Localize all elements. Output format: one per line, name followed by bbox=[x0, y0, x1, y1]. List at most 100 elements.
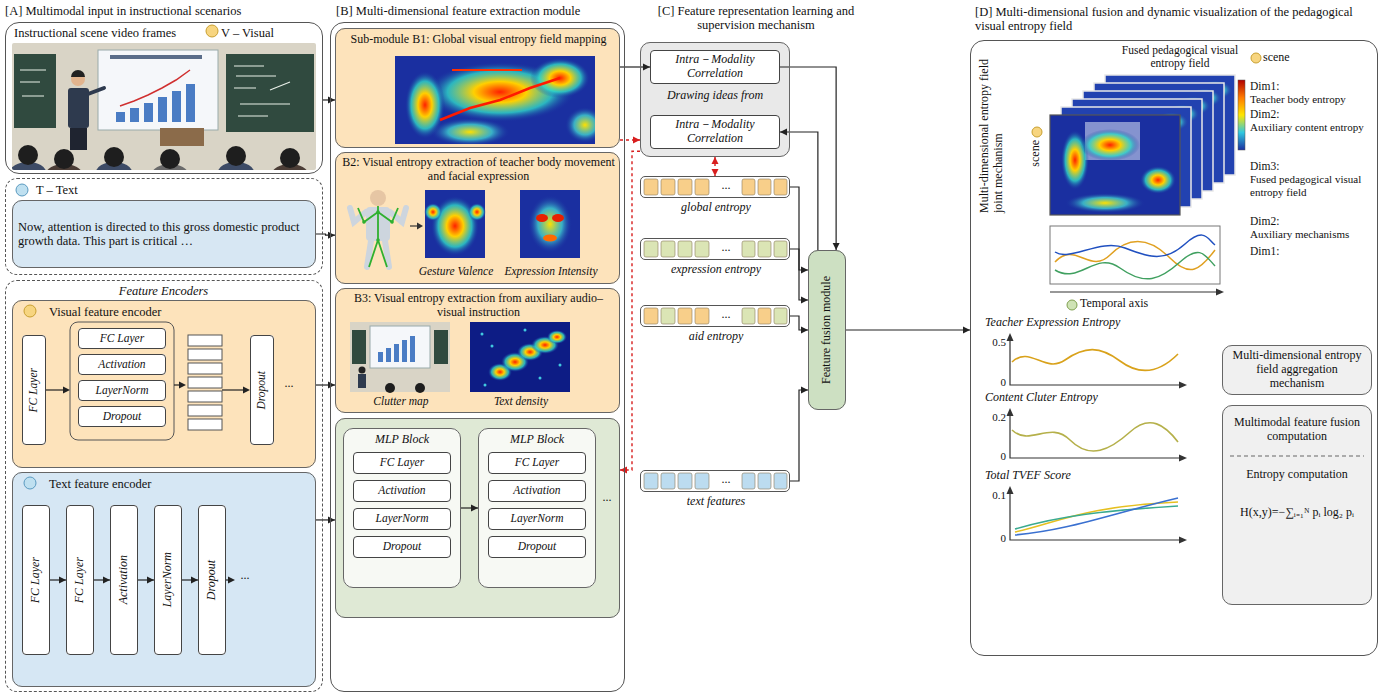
encoder-decor bbox=[243, 387, 250, 394]
node-text: Feature fusion module bbox=[820, 276, 834, 384]
layer-box: Dropout bbox=[250, 335, 274, 445]
node-text: FC Layer bbox=[515, 456, 559, 469]
node-fill bbox=[640, 238, 790, 260]
encoder-decor bbox=[63, 387, 70, 394]
node-fill bbox=[1222, 345, 1372, 395]
node-text: LayerNorm bbox=[510, 512, 563, 525]
classroom-photo bbox=[104, 147, 124, 167]
aid-maps bbox=[470, 322, 570, 392]
connector bbox=[461, 505, 478, 512]
classroom-photo bbox=[120, 70, 190, 106]
aid-maps bbox=[378, 352, 383, 362]
classroom-photo bbox=[68, 88, 89, 128]
feature-vector: text features bbox=[640, 470, 790, 492]
connector bbox=[316, 516, 335, 523]
entropy-chart bbox=[1010, 340, 1180, 385]
classroom-photo bbox=[160, 128, 204, 146]
annotation: Auxiliary mechanisms bbox=[1250, 228, 1376, 241]
node-text: Activation bbox=[98, 358, 145, 371]
vector-cell bbox=[742, 308, 755, 324]
encoder-decor bbox=[174, 384, 179, 385]
node-fill bbox=[488, 536, 586, 558]
node-fill bbox=[78, 380, 166, 401]
connector bbox=[620, 136, 640, 143]
classroom-photo bbox=[116, 112, 125, 122]
vector-cell bbox=[661, 179, 675, 195]
feature-vector: global entropy bbox=[640, 176, 790, 198]
annotation: 0 bbox=[986, 376, 1006, 389]
node-text: Instructional scene video frames bbox=[14, 26, 204, 40]
vector-cell bbox=[695, 179, 709, 195]
connector bbox=[182, 577, 198, 584]
annotation: [C] Feature representation learning and … bbox=[640, 4, 872, 33]
node-text: Dropout bbox=[518, 540, 557, 553]
node-text: [B] Multi-dimensional feature extraction… bbox=[336, 4, 626, 18]
layer-box: Dropout bbox=[198, 505, 226, 655]
vector-cell bbox=[742, 241, 755, 257]
vector-cell bbox=[678, 179, 692, 195]
aid-maps bbox=[410, 336, 415, 362]
connector bbox=[94, 577, 110, 584]
classroom-photo bbox=[110, 55, 202, 59]
teacher-pose bbox=[424, 203, 442, 221]
classroom-photo bbox=[54, 149, 74, 169]
teacher-pose bbox=[358, 206, 398, 267]
module-box: Text feature encoderFC LayerFC LayerActi… bbox=[12, 472, 316, 687]
arrowhead bbox=[712, 169, 719, 176]
entropy-chart bbox=[1015, 498, 1178, 535]
module-box: MLP BlockFC LayerActivationLayerNormDrop… bbox=[343, 428, 461, 588]
classroom-photo bbox=[70, 128, 87, 150]
classroom-photo bbox=[280, 148, 300, 168]
node-text: global entropy bbox=[641, 201, 791, 215]
encoder-decor bbox=[188, 391, 222, 402]
node-text: Intra－Modality Correlation bbox=[656, 118, 774, 146]
aid-maps bbox=[350, 322, 450, 392]
entropy-heatmap bbox=[565, 107, 595, 143]
classroom-photo bbox=[12, 43, 316, 170]
classroom-photo bbox=[71, 70, 85, 77]
modality-dot bbox=[206, 25, 218, 37]
connector-line bbox=[780, 132, 818, 250]
entropy-field-stack bbox=[1251, 53, 1261, 63]
arrowhead bbox=[147, 577, 154, 584]
classroom-photo bbox=[130, 108, 139, 122]
vector-cell bbox=[758, 179, 771, 195]
panel: Instructional scene video framesV – Visu… bbox=[5, 22, 323, 174]
entropy-chart bbox=[1179, 537, 1187, 544]
node-text: [D] Multi-dimensional fusion and dynamic… bbox=[975, 5, 1375, 34]
aid-maps bbox=[547, 330, 567, 344]
layer-box: Dropout bbox=[353, 536, 451, 558]
layer-box: FC Layer bbox=[353, 452, 451, 474]
node-text: text features bbox=[641, 495, 791, 509]
module-box: Sub-module B1: Global visual entropy fie… bbox=[335, 28, 620, 148]
entropy-chart bbox=[1007, 333, 1014, 341]
entropy-heatmap bbox=[452, 69, 522, 71]
node-text: FC Layer bbox=[29, 557, 43, 603]
entropy-chart bbox=[1010, 493, 1180, 540]
node-fill bbox=[22, 335, 46, 445]
annotation: Fused pedagogical visual entropy field bbox=[1118, 44, 1242, 70]
encoder-decor bbox=[188, 335, 222, 346]
vector-cell bbox=[678, 308, 692, 324]
node-fill bbox=[640, 42, 790, 157]
entropy-field-stack bbox=[1055, 252, 1215, 278]
layer-box: Dropout bbox=[78, 406, 166, 427]
entropy-field-stack bbox=[1055, 241, 1215, 269]
arrowhead bbox=[780, 129, 787, 136]
annotation: Multi-dimensional entropy field joint me… bbox=[978, 48, 1006, 213]
layer-box: FC Layer bbox=[22, 335, 46, 445]
module-box: Visual feature encoderFC LayerFC LayerAc… bbox=[12, 300, 316, 468]
aid-maps bbox=[415, 383, 425, 393]
aid-maps bbox=[385, 383, 395, 393]
node-text: Clutter map bbox=[361, 395, 441, 408]
feature-vector: aid entropy bbox=[640, 305, 790, 327]
aid-maps bbox=[484, 384, 487, 387]
teacher-pose bbox=[543, 235, 557, 242]
connector-line bbox=[790, 249, 808, 300]
node-text: Dropout bbox=[205, 560, 219, 600]
aid-maps bbox=[559, 364, 562, 367]
node-text: Expression Intensity bbox=[496, 265, 606, 278]
vector-cell bbox=[644, 179, 658, 195]
arrowhead bbox=[191, 577, 198, 584]
node-fill bbox=[250, 335, 274, 445]
